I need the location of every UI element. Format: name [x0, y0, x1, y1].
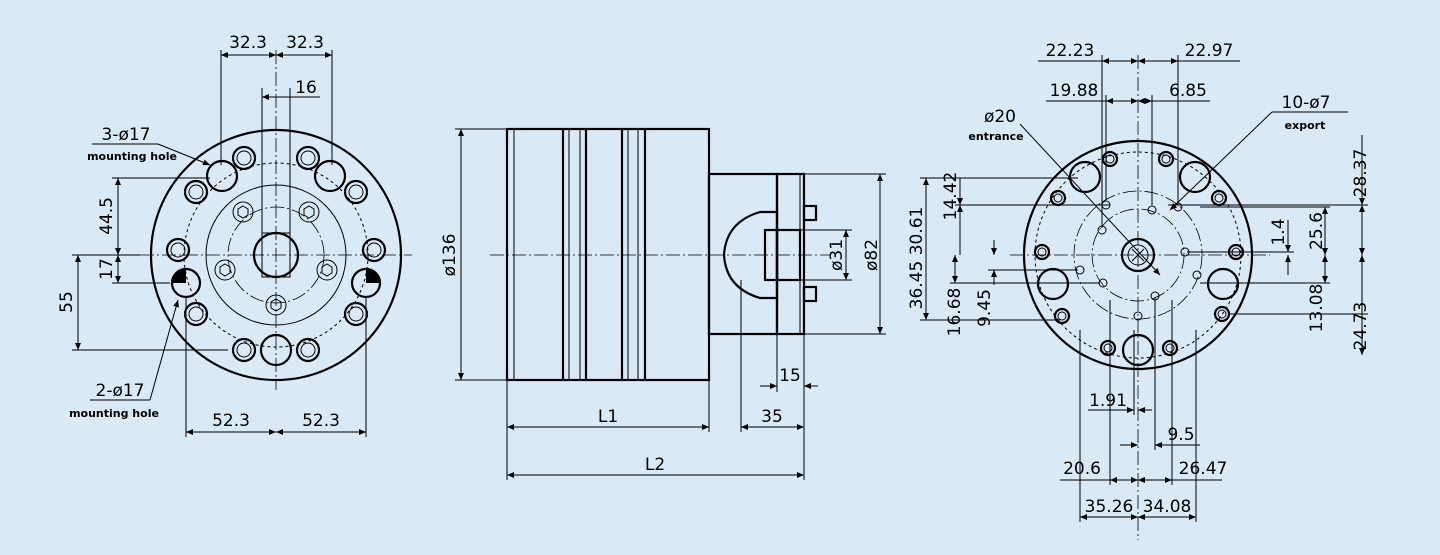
dim-1-91: 1.91	[1089, 391, 1127, 411]
dim-22-97: 22.97	[1185, 41, 1234, 61]
callout-2-d17: 2-ø17	[96, 381, 145, 401]
left-dimensions: 32.3 32.3 16 44.5 17 55 52.3 52.3 3	[57, 33, 367, 437]
dim-35-26: 35.26	[1085, 497, 1134, 517]
dim-d31: ø31	[827, 239, 847, 271]
dim-32-3-left: 32.3	[229, 33, 267, 53]
dim-9-45: 9.45	[975, 289, 995, 327]
dim-17: 17	[97, 258, 117, 280]
dim-35: 35	[761, 407, 783, 427]
dim-26-47: 26.47	[1179, 459, 1228, 479]
dim-24-73: 24.73	[1351, 302, 1371, 351]
right-small-holes	[1075, 200, 1202, 321]
side-view: ø136 ø82 ø31 15 35 L1 L2	[440, 127, 886, 480]
export-dia: 10-ø7	[1282, 93, 1331, 113]
dim-32-3-right: 32.3	[286, 33, 324, 53]
callout-bottom-note: mounting hole	[69, 407, 159, 420]
entrance-dia: ø20	[984, 107, 1016, 127]
side-stud-bottom	[802, 285, 818, 303]
right-large-ports	[1036, 160, 1240, 367]
right-dimensions: 22.23 22.97 19.88 6.85 ø20 entrance 10-ø…	[907, 41, 1371, 522]
entrance-label: entrance	[968, 130, 1023, 143]
callout-top-note: mounting hole	[87, 150, 177, 163]
dim-L2: L2	[645, 455, 665, 475]
dim-52-3-left: 52.3	[212, 411, 250, 431]
side-dimensions: ø136 ø82 ø31 15 35 L1 L2	[440, 128, 886, 480]
left-inner-hex-holes	[214, 201, 338, 316]
left-outer-holes	[165, 145, 387, 363]
dim-55: 55	[57, 291, 77, 313]
callout-3-d17: 3-ø17	[102, 125, 151, 145]
dim-34-08: 34.08	[1143, 497, 1192, 517]
dim-52-3-right: 52.3	[302, 411, 340, 431]
side-neck	[707, 172, 779, 336]
dim-L1: L1	[598, 407, 618, 427]
dim-16: 16	[295, 78, 317, 98]
dim-20-6: 20.6	[1063, 459, 1101, 479]
dim-6-85: 6.85	[1169, 81, 1207, 101]
side-stud-top	[802, 204, 818, 222]
dim-9-5: 9.5	[1167, 425, 1194, 445]
left-view: 32.3 32.3 16 44.5 17 55 52.3 52.3 3	[57, 33, 412, 437]
export-label: export	[1285, 119, 1326, 132]
dim-36-45-30-61: 36.45 30.61	[907, 207, 927, 310]
side-body	[505, 127, 711, 382]
dim-d82: ø82	[862, 239, 882, 271]
side-section-hatch	[722, 210, 779, 300]
dim-22-23: 22.23	[1046, 41, 1095, 61]
dim-d136: ø136	[440, 234, 460, 277]
dim-13-08: 13.08	[1307, 284, 1327, 333]
dim-44-5: 44.5	[97, 197, 117, 235]
dim-1-4: 1.4	[1269, 218, 1289, 245]
dim-25-6: 25.6	[1307, 212, 1327, 250]
dim-15: 15	[779, 366, 801, 386]
dim-14-42: 14.42	[941, 172, 961, 221]
right-view: 22.23 22.97 19.88 6.85 ø20 entrance 10-ø…	[907, 41, 1371, 540]
dim-19-88: 19.88	[1050, 81, 1099, 101]
dim-28-37: 28.37	[1351, 149, 1371, 198]
dim-16-68: 16.68	[945, 288, 965, 337]
right-export-holes	[1033, 150, 1245, 357]
